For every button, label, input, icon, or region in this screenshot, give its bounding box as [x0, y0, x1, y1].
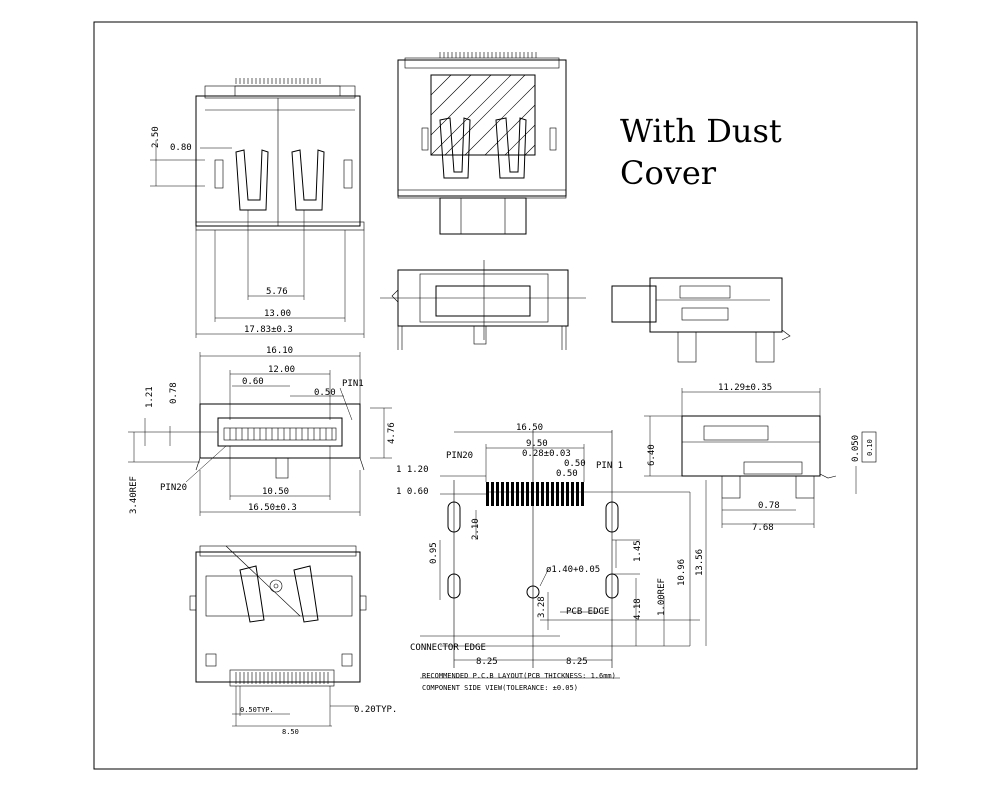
label-pin20: PIN20 [160, 483, 187, 493]
dim-3-40: 3.40REF [129, 476, 139, 514]
title-line-2: Cover [620, 154, 717, 192]
side-flatness-tol: 0.10 [866, 439, 874, 456]
dim-5-76: 5.76 [266, 287, 288, 297]
pcb-dim-13-56: 13.56 [695, 549, 705, 576]
pcb-label-connector-edge: CONNECTOR EDGE [410, 643, 486, 653]
pcb-dim-0-50a: 0.50 [564, 459, 586, 469]
pcb-layout [420, 430, 707, 679]
dim-0-78: 0.78 [169, 382, 179, 404]
pcb-dim-0-60: 1 0.60 [396, 487, 429, 497]
title-line-1: With Dust [620, 112, 782, 150]
pcb-label-pin1: PIN 1 [596, 461, 623, 471]
dim-10-50: 10.50 [262, 487, 289, 497]
side-dim-11-29: 11.29±0.35 [718, 383, 772, 393]
dim-0-50: 0.50 [314, 388, 336, 398]
dim-0-60: 0.60 [242, 377, 264, 387]
right-lower-view [644, 388, 877, 528]
dim-17-83: 17.83±0.3 [244, 325, 293, 335]
pcb-dim-1-45: 1.45 [633, 540, 643, 562]
bottom-view [189, 545, 367, 727]
pcb-dim-0-95: 0.95 [429, 542, 439, 564]
pcb-dim-10-96: 10.96 [677, 559, 687, 586]
bottom-dim-0-50: 0.50TYP. [240, 706, 274, 714]
bottom-dim-0-20: 0.20TYP. [354, 705, 397, 715]
pcb-dim-phi: ø1.40+0.05 [546, 565, 600, 575]
side-dim-6-40: 6.40 [647, 444, 657, 466]
pcb-dim-0-50b: 0.50 [556, 469, 578, 479]
pcb-dim-8-25b: 8.25 [566, 657, 588, 667]
dim-13-00: 13.00 [264, 309, 291, 319]
pcb-dim-0-28: 0.28±0.03 [522, 449, 571, 459]
dim-16-10: 16.10 [266, 346, 293, 356]
pcb-dim-4-18: 4.18 [633, 598, 643, 620]
side-dim-0-78: 0.78 [758, 501, 780, 511]
dim-4-76: 4.76 [387, 422, 397, 444]
pcb-note-1: RECOMMENDED P.C.B LAYOUT(PCB THICKNESS: … [422, 672, 616, 680]
pcb-label-pcb-edge: PCB EDGE [566, 607, 609, 617]
pcb-label-pin20: PIN20 [446, 451, 473, 461]
drawing-border [93, 21, 918, 770]
pcb-dim-1-00: 1.00REF [657, 578, 667, 616]
right-upper-view [611, 277, 791, 363]
dim-12-00: 12.00 [268, 365, 295, 375]
pcb-dim-3-28: 3.28 [537, 596, 547, 618]
middle-center-view [380, 260, 586, 350]
bottom-dim-8-50: 8.50 [282, 728, 299, 736]
top-center-view [397, 52, 567, 235]
pcb-dim-2-10: 2.10 [471, 518, 481, 540]
label-pin1: PIN1 [342, 379, 364, 389]
pcb-dim-1-20: 1 1.20 [396, 465, 429, 475]
side-dim-0-050: 0.050 [851, 435, 861, 462]
pcb-dim-16-50: 16.50 [516, 423, 543, 433]
dim-16-50: 16.50±0.3 [248, 503, 297, 513]
front-view [150, 78, 365, 338]
pin-view [128, 352, 392, 516]
dim-1-21: 1.21 [145, 386, 155, 408]
pcb-note-2: COMPONENT SIDE VIEW(TOLERANCE: ±0.05) [422, 684, 578, 692]
dim-2-50: 2.50 [151, 126, 161, 148]
side-dim-7-68: 7.68 [752, 523, 774, 533]
dim-0-80: 0.80 [170, 143, 192, 153]
pcb-dim-8-25a: 8.25 [476, 657, 498, 667]
pcb-dim-9-50: 9.50 [526, 439, 548, 449]
